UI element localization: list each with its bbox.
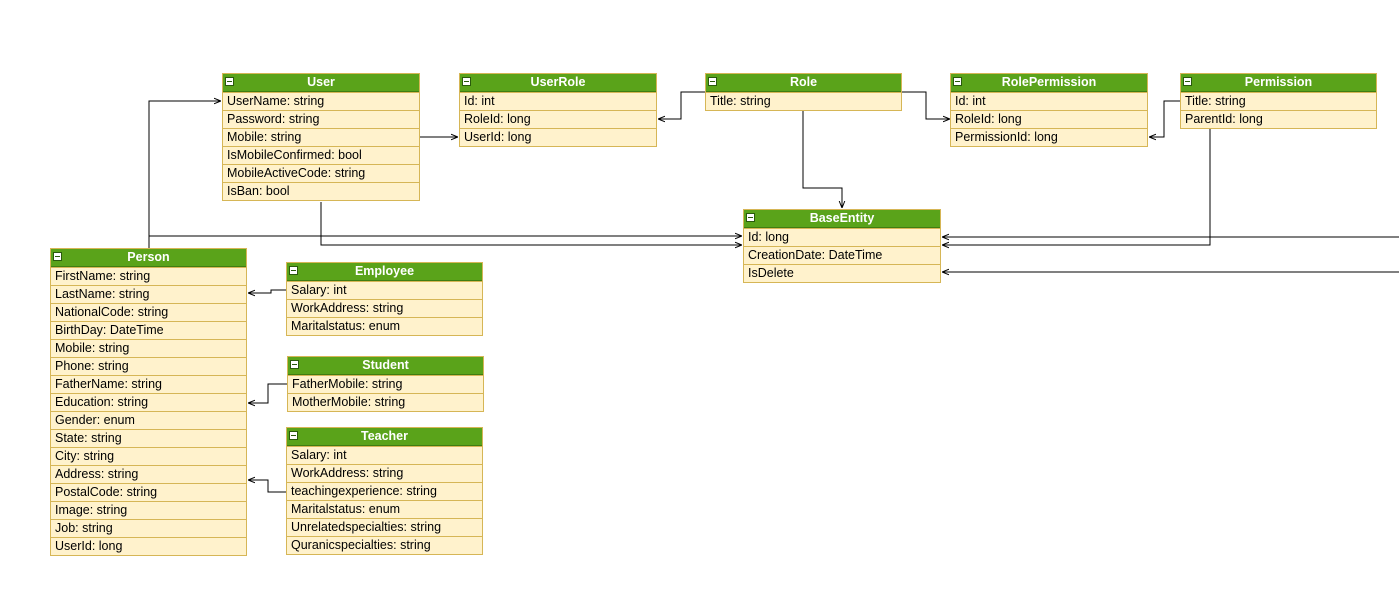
rolepermission-field[interactable]: Id: int [951, 92, 1147, 110]
rolepermission-title[interactable]: RolePermission [951, 74, 1147, 92]
person-field[interactable]: Job: string [51, 519, 246, 537]
person-title[interactable]: Person [51, 249, 246, 267]
connector-employee-person [248, 289, 286, 293]
student-title[interactable]: Student [288, 357, 483, 375]
baseentity-title[interactable]: BaseEntity [744, 210, 940, 228]
employee-title[interactable]: Employee [287, 263, 482, 281]
employee-field[interactable]: WorkAddress: string [287, 299, 482, 317]
userrole-field[interactable]: RoleId: long [460, 110, 656, 128]
baseentity-field[interactable]: IsDelete [744, 264, 940, 282]
userrole-title-label: UserRole [530, 75, 586, 89]
connector-user-baseentity [320, 202, 742, 245]
user-field[interactable]: IsMobileConfirmed: bool [223, 146, 419, 164]
user-title[interactable]: User [223, 74, 419, 92]
role-field[interactable]: Title: string [706, 92, 901, 110]
connector-permission-baseentity [942, 128, 1211, 245]
connector-permission-rolepermission [1149, 100, 1180, 137]
connector-person-baseentity [148, 236, 742, 248]
user-title-label: User [307, 75, 335, 89]
collapse-icon[interactable] [708, 77, 717, 86]
student-field[interactable]: MotherMobile: string [288, 393, 483, 411]
student-title-label: Student [362, 358, 409, 372]
person-field[interactable]: City: string [51, 447, 246, 465]
person-field[interactable]: Phone: string [51, 357, 246, 375]
teacher-field[interactable]: WorkAddress: string [287, 464, 482, 482]
employee-title-label: Employee [354, 264, 415, 278]
role-title-label: Role [789, 75, 818, 89]
person-field[interactable]: FirstName: string [51, 267, 246, 285]
collapse-icon[interactable] [290, 360, 299, 369]
user-field[interactable]: MobileActiveCode: string [223, 164, 419, 182]
user-field[interactable]: Mobile: string [223, 128, 419, 146]
permission-title[interactable]: Permission [1181, 74, 1376, 92]
connector-person-user [148, 101, 221, 248]
collapse-icon[interactable] [1183, 77, 1192, 86]
teacher-title[interactable]: Teacher [287, 428, 482, 446]
permission-field[interactable]: Title: string [1181, 92, 1376, 110]
collapse-icon[interactable] [289, 266, 298, 275]
collapse-icon[interactable] [462, 77, 471, 86]
collapse-icon[interactable] [746, 213, 755, 222]
person-field[interactable]: BirthDay: DateTime [51, 321, 246, 339]
rolepermission-field[interactable]: PermissionId: long [951, 128, 1147, 146]
connector-teacher-person [248, 480, 286, 493]
userrole-field[interactable]: UserId: long [460, 128, 656, 146]
person-title-label: Person [127, 250, 170, 264]
teacher-field[interactable]: teachingexperience: string [287, 482, 482, 500]
role-title[interactable]: Role [706, 74, 901, 92]
collapse-icon[interactable] [225, 77, 234, 86]
person-field[interactable]: Education: string [51, 393, 246, 411]
connector-student-person [248, 383, 287, 403]
person-field[interactable]: FatherName: string [51, 375, 246, 393]
student-field[interactable]: FatherMobile: string [288, 375, 483, 393]
rolepermission-field[interactable]: RoleId: long [951, 110, 1147, 128]
person-field[interactable]: NationalCode: string [51, 303, 246, 321]
employee-field[interactable]: Salary: int [287, 281, 482, 299]
person-field[interactable]: UserId: long [51, 537, 246, 555]
person-field[interactable]: Mobile: string [51, 339, 246, 357]
person-field[interactable]: PostalCode: string [51, 483, 246, 501]
permission-field[interactable]: ParentId: long [1181, 110, 1376, 128]
person-field[interactable]: LastName: string [51, 285, 246, 303]
teacher-field[interactable]: Unrelatedspecialties: string [287, 518, 482, 536]
collapse-icon[interactable] [289, 431, 298, 440]
baseentity-title-label: BaseEntity [809, 211, 875, 225]
user-field[interactable]: IsBan: bool [223, 182, 419, 200]
teacher-field[interactable]: Maritalstatus: enum [287, 500, 482, 518]
baseentity-field[interactable]: Id: long [744, 228, 940, 246]
person-field[interactable]: Image: string [51, 501, 246, 519]
userrole-title[interactable]: UserRole [460, 74, 656, 92]
employee-field[interactable]: Maritalstatus: enum [287, 317, 482, 335]
collapse-icon[interactable] [53, 252, 62, 261]
userrole-field[interactable]: Id: int [460, 92, 656, 110]
rolepermission-title-label: RolePermission [1001, 75, 1097, 89]
teacher-title-label: Teacher [360, 429, 408, 443]
baseentity-field[interactable]: CreationDate: DateTime [744, 246, 940, 264]
connector-role-baseentity [802, 110, 842, 208]
user-field[interactable]: Password: string [223, 110, 419, 128]
connector-role-rolepermission [902, 91, 950, 119]
teacher-field[interactable]: Salary: int [287, 446, 482, 464]
permission-title-label: Permission [1244, 75, 1313, 89]
connector-role-userrole [658, 91, 705, 119]
person-field[interactable]: Address: string [51, 465, 246, 483]
user-field[interactable]: UserName: string [223, 92, 419, 110]
collapse-icon[interactable] [953, 77, 962, 86]
teacher-field[interactable]: Quranicspecialties: string [287, 536, 482, 554]
person-field[interactable]: Gender: enum [51, 411, 246, 429]
person-field[interactable]: State: string [51, 429, 246, 447]
